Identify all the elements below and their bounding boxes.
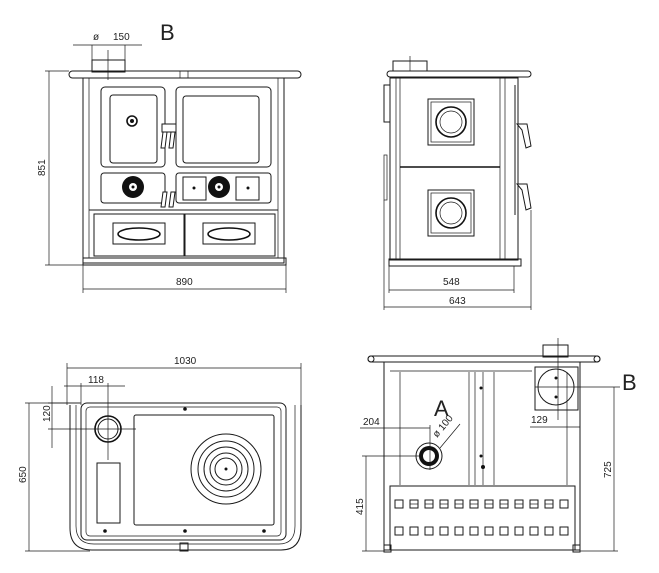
flue-pipe [91,59,126,73]
front-view [68,50,302,266]
grille-slot [559,499,569,509]
door-handles [160,123,177,149]
side-base [388,258,522,267]
air-regulator-knob-left [122,176,144,198]
grille-slot [544,526,554,536]
top-view-dimensions: 1030 118 120 650 [18,356,302,552]
door-knob-icon [126,115,138,127]
cleaning-hatch [96,462,121,524]
side-view-dimensions: 548 643 [383,200,532,310]
flue-outlet-label-b: B [160,20,175,45]
flue-offset-x-label: 118 [88,375,104,386]
firebox-door-panel [109,94,158,164]
ash-drawer [100,172,166,204]
flue-pipe [542,344,569,358]
side-emblem-bottom [427,189,475,237]
overall-depth-label: 643 [449,296,466,307]
air-inlet-a [415,442,443,470]
flame-logo-icon [435,106,467,138]
wood-drawer-left [93,213,185,257]
air-regulator-knob-right [208,176,230,198]
side-view [383,56,532,267]
oven-window [182,95,260,164]
top-width-label: 1030 [174,356,197,367]
rear-view [367,338,601,553]
grille-slot [424,526,434,536]
handle-icon [515,183,532,211]
top-view [69,402,302,552]
flame-logo-icon [117,227,161,241]
drawer-handles [160,191,176,208]
front-view-dimensions: ø 150 B 851 890 [37,20,287,293]
side-emblem-top [427,98,475,146]
grille-slot [559,526,569,536]
flue-diameter-symbol: ø [93,32,99,43]
body-depth-label: 548 [443,277,460,288]
flue-diameter-value: 150 [113,32,130,43]
hotplate-rings [190,433,262,505]
air-inlet-offset-label: 204 [363,417,380,428]
flame-logo-icon [207,227,251,241]
rear-flue-offset-label: 129 [531,415,548,426]
cooktop-top [80,402,287,541]
wood-drawer-right [184,213,276,257]
grille-slot [409,526,419,536]
grille-slot [394,499,404,509]
oven-control-panel [175,172,272,204]
control-plate-left [182,176,207,201]
front-height-label: 851 [37,159,48,176]
grille-slot [439,526,449,536]
grille-slot [469,526,479,536]
cooktop-plate [386,70,532,78]
handle-icon [515,123,532,149]
drawer-emblem-left [112,222,166,245]
grille-slot [499,526,509,536]
grille-slot [484,526,494,536]
flue-offset-y-label: 120 [42,405,53,422]
stove-base [82,257,287,266]
rear-grille-frame [389,485,576,551]
top-depth-label: 650 [18,466,29,483]
air-inlet-label-a: A [434,396,449,421]
firebox-door [100,86,166,168]
flue-outlet-b [534,366,579,411]
ventilation-grille [394,499,569,536]
flue-height-label: 725 [603,461,614,478]
side-panel [389,77,519,261]
side-rail [383,84,391,123]
grille-slot [514,526,524,536]
hotplate-area [133,414,275,526]
towel-rail [69,405,302,551]
flue-outlet-label-b-rear: B [622,370,637,395]
cooktop-rail-joint [179,70,189,79]
drawer-emblem-right [202,222,256,245]
air-inlet-height-label: 415 [355,498,366,515]
control-plate-right [235,176,260,201]
grille-slot [454,526,464,536]
grille-slot [529,526,539,536]
front-width-label: 890 [176,277,193,288]
flame-logo-icon [435,197,467,229]
rear-view-dimensions: A ø 100 204 129 B 725 415 [355,370,637,552]
grille-slot [394,526,404,536]
oven-door [175,86,272,168]
